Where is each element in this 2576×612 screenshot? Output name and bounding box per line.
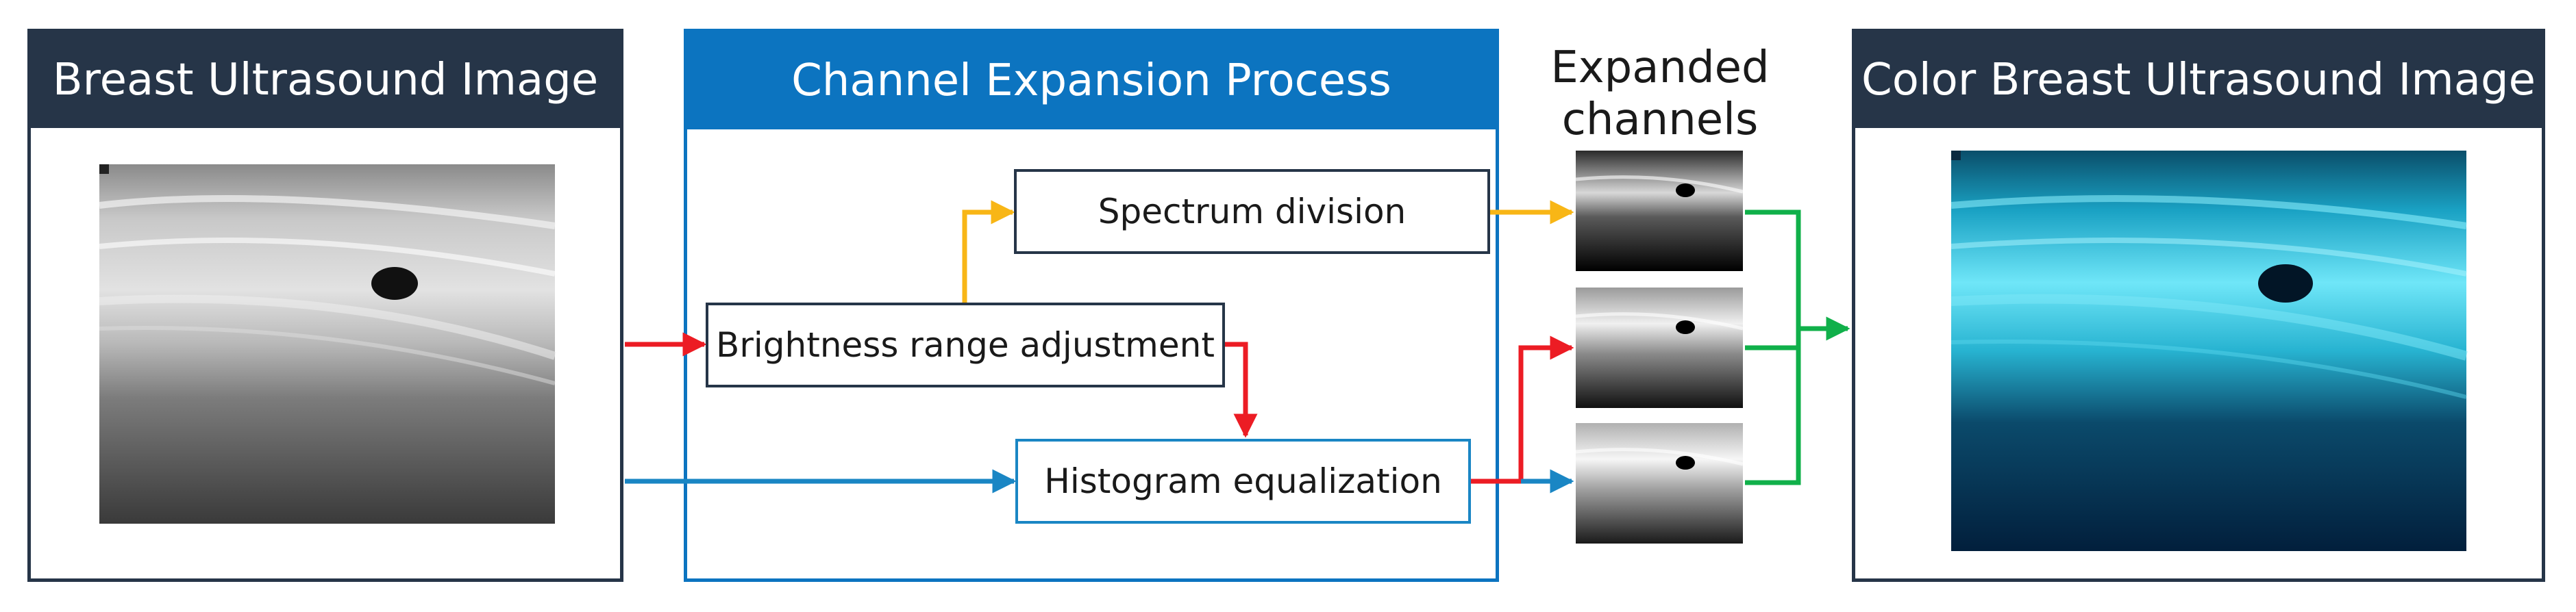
output-color-ultrasound-image	[1950, 151, 2468, 551]
input-panel-title: Breast Ultrasound Image	[31, 32, 620, 128]
channel-image-brightness	[1575, 288, 1744, 408]
channel-image-spectrum	[1575, 151, 1744, 271]
histogram-equalization-box: Histogram equalization	[1015, 439, 1471, 524]
arrows-channels-to-output	[1745, 209, 1850, 485]
arrow-brightness-to-spectrum	[962, 200, 1015, 303]
process-panel-title: Channel Expansion Process	[687, 32, 1496, 129]
spectrum-division-box: Spectrum division	[1014, 169, 1490, 254]
channel-image-histogram	[1575, 423, 1744, 544]
output-panel-title: Color Breast Ultrasound Image	[1855, 32, 2542, 128]
arrow-brightness-to-histogram	[1225, 342, 1258, 438]
brightness-range-adjustment-box: Brightness range adjustment	[706, 303, 1225, 387]
expanded-channels-label: Expanded channels	[1550, 42, 1770, 145]
input-ultrasound-image	[99, 164, 556, 524]
arrow-histogram-to-channel-red	[1471, 335, 1574, 484]
